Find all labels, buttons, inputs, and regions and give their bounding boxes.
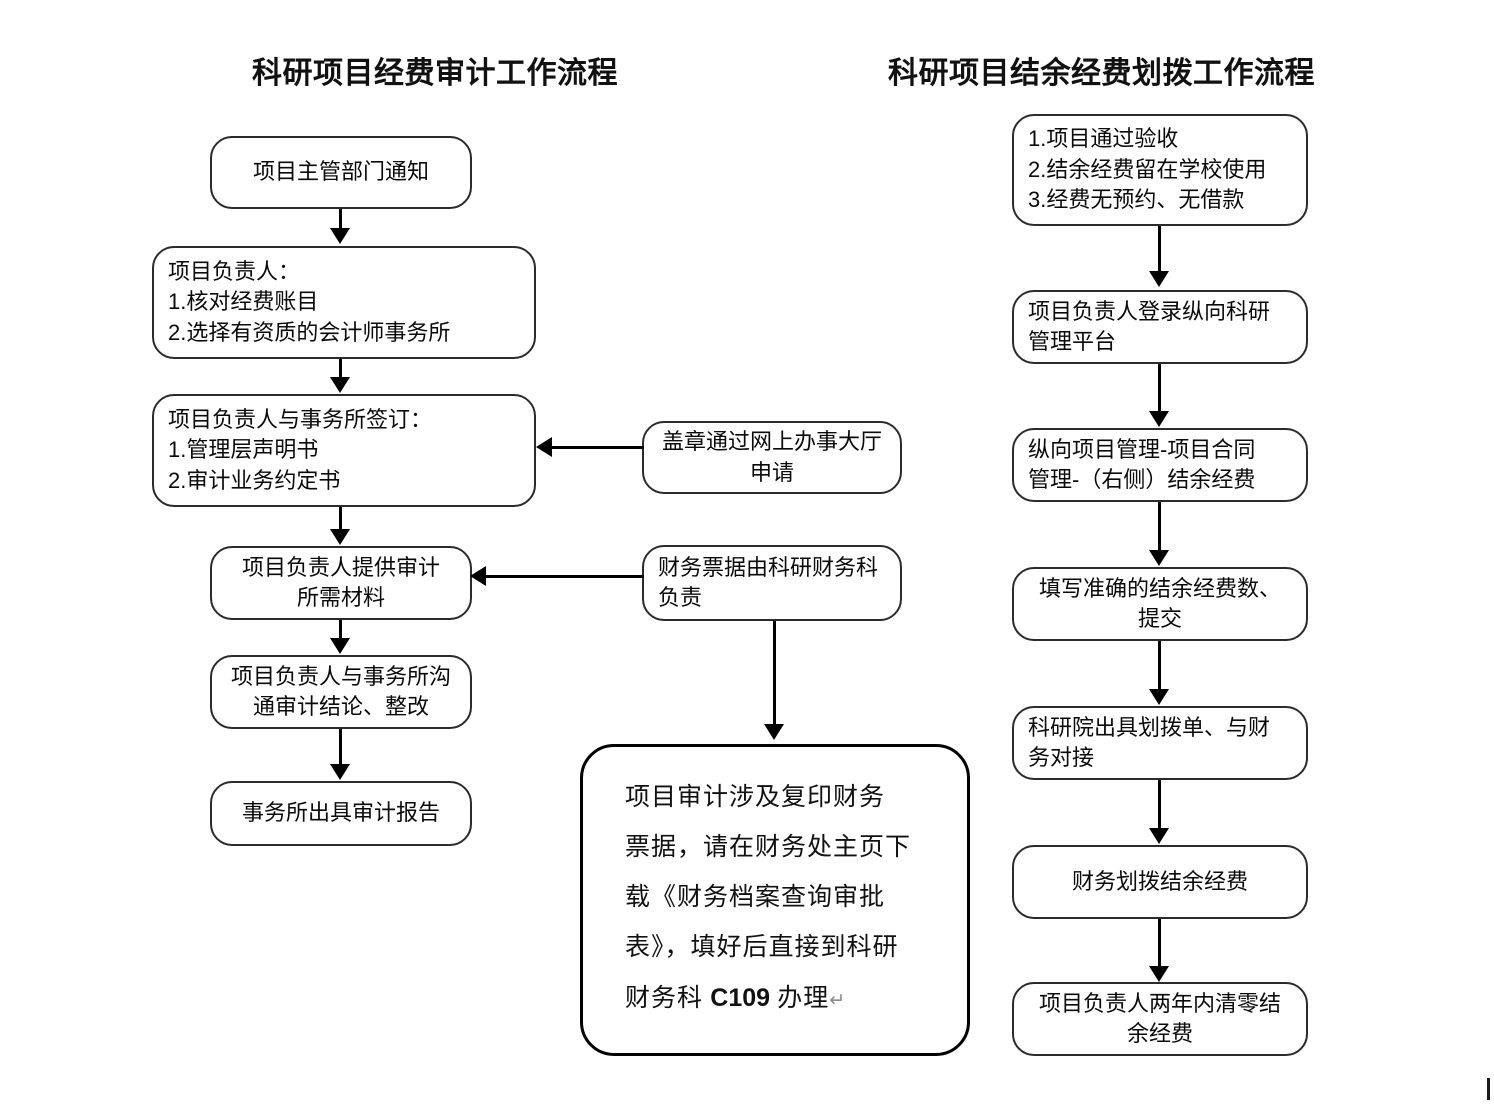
node-right-2-line-2: 管理平台 (1028, 329, 1117, 354)
node-side-1[interactable]: 盖章通过网上办事大厅 申请 (642, 421, 902, 494)
connector-s2-note-arrow (764, 724, 784, 740)
node-right-6-line-1: 财务划拨结余经费 (1071, 868, 1248, 894)
connector-s2-note-line (773, 621, 776, 724)
node-side-1-line-2: 申请 (749, 459, 794, 485)
node-side-2[interactable]: 财务票据由科研财务科 负责 (642, 545, 902, 621)
connector-l1-l2-arrow (330, 228, 350, 244)
node-side-2-line-1: 财务票据由科研财务科 (658, 554, 879, 580)
text-caret (1487, 1078, 1490, 1100)
connector-r2-r3-line (1158, 364, 1161, 411)
node-right-2[interactable]: 项目负责人登录纵向科研 管理平台 (1012, 290, 1308, 364)
node-side-2-line-2: 负责 (658, 585, 703, 610)
node-right-7[interactable]: 项目负责人两年内清零结 余经费 (1012, 982, 1308, 1056)
note-line-2: 票据，请在财务处主页下 (625, 834, 912, 861)
node-left-5-line-1: 项目负责人与事务所沟 (230, 663, 451, 689)
connector-r3-r4-line (1158, 502, 1161, 550)
connector-r2-r3-arrow (1149, 411, 1169, 427)
note-line-4: 表》，填好后直接到科研 (625, 934, 899, 961)
connector-r6-r7-line (1158, 919, 1161, 966)
node-right-5[interactable]: 科研院出具划拨单、与财 务对接 (1012, 706, 1308, 780)
connector-r5-r6-arrow (1149, 828, 1169, 844)
connector-r4-r5-arrow (1149, 689, 1169, 705)
node-left-3-line-1: 项目负责人与事务所签订： (168, 406, 433, 432)
connector-r5-r6-line (1158, 780, 1161, 828)
connector-r1-r2-line (1158, 226, 1161, 271)
node-right-3-line-2: 管理-（右侧）结余经费 (1028, 467, 1256, 492)
left-flow-title: 科研项目经费审计工作流程 (252, 57, 618, 90)
node-left-5[interactable]: 项目负责人与事务所沟 通审计结论、整改 (210, 655, 472, 729)
connector-l4-l5-line (339, 620, 342, 638)
connector-l4-l5-arrow (330, 638, 350, 654)
connector-s2-l4-line (486, 575, 644, 578)
connector-s1-l3-arrow (536, 437, 552, 457)
node-right-4-line-1: 填写准确的结余经费数、 (1038, 575, 1281, 601)
connector-s1-l3-line (552, 446, 644, 449)
node-left-1[interactable]: 项目主管部门通知 (210, 136, 472, 209)
node-right-1-line-3: 3.经费无预约、无借款 (1028, 187, 1245, 213)
node-right-1[interactable]: 1.项目通过验收 2.结余经费留在学校使用 3.经费无预约、无借款 (1012, 114, 1308, 226)
node-right-1-line-2: 2.结余经费留在学校使用 (1028, 156, 1267, 182)
node-right-2-line-1: 项目负责人登录纵向科研 (1028, 298, 1271, 324)
node-right-6[interactable]: 财务划拨结余经费 (1012, 845, 1308, 919)
right-flow-title: 科研项目结余经费划拨工作流程 (888, 57, 1315, 90)
node-left-6[interactable]: 事务所出具审计报告 (210, 781, 472, 846)
connector-l2-l3-line (339, 359, 342, 377)
connector-l2-l3-arrow (330, 377, 350, 393)
connector-s2-l4-arrow (470, 566, 486, 586)
node-left-4[interactable]: 项目负责人提供审计 所需材料 (210, 546, 472, 620)
connector-l3-l4-line (339, 507, 342, 529)
audit-note-box: 项目审计涉及复印财务 票据，请在财务处主页下 载《财务档案查询审批 表》，填好后… (580, 744, 970, 1056)
node-left-2[interactable]: 项目负责人： 1.核对经费账目 2.选择有资质的会计师事务所 (152, 246, 536, 359)
node-left-6-line-1: 事务所出具审计报告 (241, 800, 440, 826)
node-right-1-line-1: 1.项目通过验收 (1028, 126, 1179, 152)
node-left-2-line-2: 1.核对经费账目 (168, 289, 319, 315)
connector-r1-r2-arrow (1149, 271, 1169, 287)
node-left-3-line-2: 1.管理层声明书 (168, 437, 319, 463)
node-left-5-line-2: 通审计结论、整改 (252, 694, 429, 719)
connector-l5-l6-arrow (330, 764, 350, 780)
note-room-number: C109 (710, 984, 771, 1012)
node-side-1-line-1: 盖章通过网上办事大厅 (661, 429, 882, 455)
pilcrow-icon: ↵ (829, 990, 847, 1011)
node-right-7-line-1: 项目负责人两年内清零结 (1038, 990, 1281, 1016)
node-left-4-line-1: 项目负责人提供审计 (241, 554, 440, 580)
node-right-4-line-2: 提交 (1137, 606, 1182, 631)
node-left-4-line-2: 所需材料 (296, 585, 385, 610)
connector-l5-l6-line (339, 729, 342, 764)
note-line-3: 载《财务档案查询审批 (625, 884, 886, 911)
connector-l1-l2-line (339, 209, 342, 230)
node-right-5-line-1: 科研院出具划拨单、与财 (1028, 714, 1271, 740)
node-right-3-line-1: 纵向项目管理-项目合同 (1028, 436, 1256, 462)
note-line-1: 项目审计涉及复印财务 (625, 784, 886, 811)
note-line-5: 财务科 C109 办理↵ (625, 973, 933, 1024)
node-left-3-line-3: 2.审计业务约定书 (168, 467, 341, 493)
connector-l3-l4-arrow (330, 529, 350, 545)
node-left-3[interactable]: 项目负责人与事务所签订： 1.管理层声明书 2.审计业务约定书 (152, 394, 536, 507)
note-line-5-head: 财务科 (625, 985, 711, 1012)
node-left-2-line-1: 项目负责人： (168, 258, 301, 284)
node-right-7-line-2: 余经费 (1126, 1021, 1193, 1046)
node-left-2-line-3: 2.选择有资质的会计师事务所 (168, 319, 451, 345)
node-left-1-line-1: 项目主管部门通知 (252, 159, 429, 185)
connector-r4-r5-line (1158, 641, 1161, 689)
note-line-5-tail: 办理 (770, 985, 830, 1012)
connector-r6-r7-arrow (1149, 966, 1169, 982)
connector-r3-r4-arrow (1149, 550, 1169, 566)
node-right-5-line-2: 务对接 (1028, 745, 1095, 770)
node-right-3[interactable]: 纵向项目管理-项目合同 管理-（右侧）结余经费 (1012, 428, 1308, 502)
node-right-4[interactable]: 填写准确的结余经费数、 提交 (1012, 567, 1308, 641)
